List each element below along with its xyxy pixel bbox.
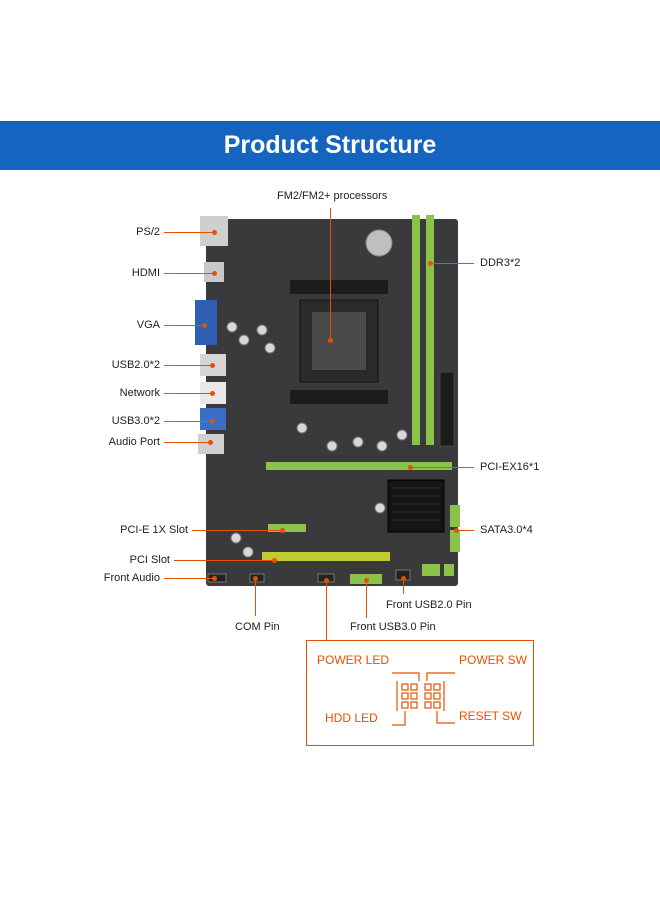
pcie1x-slot [268, 524, 306, 532]
leader-usb20 [164, 365, 214, 366]
leader-dot-pcie1x [280, 528, 285, 533]
label-usb30: USB3.0*2 [111, 415, 160, 427]
leader-com [255, 578, 256, 616]
pin-header-diagram [392, 672, 455, 726]
ddr3-slot-1 [412, 215, 420, 445]
label-pcie1x: PCI-E 1X Slot [120, 524, 188, 536]
leader-cpu [330, 208, 331, 340]
atx-power-connector [439, 371, 455, 447]
leader-front-usb30 [366, 580, 367, 618]
label-com-pin: COM Pin [235, 621, 280, 633]
label-ps2: PS/2 [136, 226, 160, 238]
label-front-audio: Front Audio [103, 572, 160, 584]
label-audio-port: Audio Port [108, 436, 160, 448]
leader-vga [164, 325, 206, 326]
leader-dot-cpu [328, 338, 333, 343]
cpu-retention-bottom [290, 390, 388, 404]
front-panel-pin-box: POWER LED POWER SW HDD LED RESET SW [306, 640, 534, 746]
pin-label-reset-sw: RESET SW [459, 709, 522, 723]
sata-port-4 [444, 564, 454, 576]
label-pci: PCI Slot [129, 554, 170, 566]
leader-audio-port [164, 442, 212, 443]
leader-dot-hdmi [212, 271, 217, 276]
leader-dot-vga [202, 323, 207, 328]
sata-port-1 [450, 505, 460, 527]
pin-label-power-led: POWER LED [317, 653, 390, 667]
leader-pciex16 [410, 467, 474, 468]
leader-dot-usb20 [210, 363, 215, 368]
leader-dot-pin-box [324, 578, 329, 583]
leader-dot-pci [272, 558, 277, 563]
leader-dot-usb30 [210, 419, 215, 424]
pin-label-power-sw: POWER SW [459, 653, 527, 667]
leader-dot-com [253, 576, 258, 581]
leader-ps2 [164, 232, 216, 233]
heatsink-fins [392, 487, 440, 521]
pci-slot [262, 552, 390, 561]
leader-network [164, 393, 214, 394]
ddr3-slot-2 [426, 215, 434, 445]
leader-dot-front-usb30 [364, 578, 369, 583]
leader-dot-sata [454, 528, 459, 533]
capacitors [226, 321, 408, 558]
leader-dot-front-usb20 [401, 576, 406, 581]
banner: Product Structure [0, 121, 660, 170]
label-vga: VGA [136, 319, 160, 331]
sata-port-2 [450, 530, 460, 552]
label-cpu: FM2/FM2+ processors [277, 190, 388, 202]
leader-ddr3 [430, 263, 474, 264]
cpu-socket-inner [312, 312, 366, 370]
pin-label-hdd-led: HDD LED [325, 711, 378, 725]
cmos-battery [365, 229, 393, 257]
leader-hdmi [164, 273, 216, 274]
leader-dot-front-audio [212, 576, 217, 581]
leader-dot-audio-port [208, 440, 213, 445]
label-ddr3: DDR3*2 [480, 257, 521, 269]
leader-sata [456, 530, 474, 531]
label-network: Network [119, 387, 160, 399]
label-front-usb20: Front USB2.0 Pin [386, 599, 472, 611]
chipset-heatsink [387, 479, 445, 533]
cpu-retention-top [290, 280, 388, 294]
vga-port [195, 300, 217, 345]
leader-dot-ps2 [212, 230, 217, 235]
sata-port-3 [422, 564, 440, 576]
leader-dot-ddr3 [428, 261, 433, 266]
leader-pin-box [326, 580, 327, 640]
leader-dot-pciex16 [408, 465, 413, 470]
leader-front-usb20 [403, 578, 404, 594]
label-sata: SATA3.0*4 [480, 524, 533, 536]
leader-pcie1x [192, 530, 282, 531]
leader-front-audio [164, 578, 216, 579]
label-pciex16: PCI-EX16*1 [480, 461, 540, 473]
label-hdmi: HDMI [131, 267, 160, 279]
leader-pci [174, 560, 274, 561]
pciex16-slot [266, 462, 452, 470]
label-usb20: USB2.0*2 [111, 359, 160, 371]
leader-usb30 [164, 421, 214, 422]
leader-dot-network [210, 391, 215, 396]
label-front-usb30: Front USB3.0 Pin [350, 621, 436, 633]
page-title: Product Structure [223, 131, 437, 159]
